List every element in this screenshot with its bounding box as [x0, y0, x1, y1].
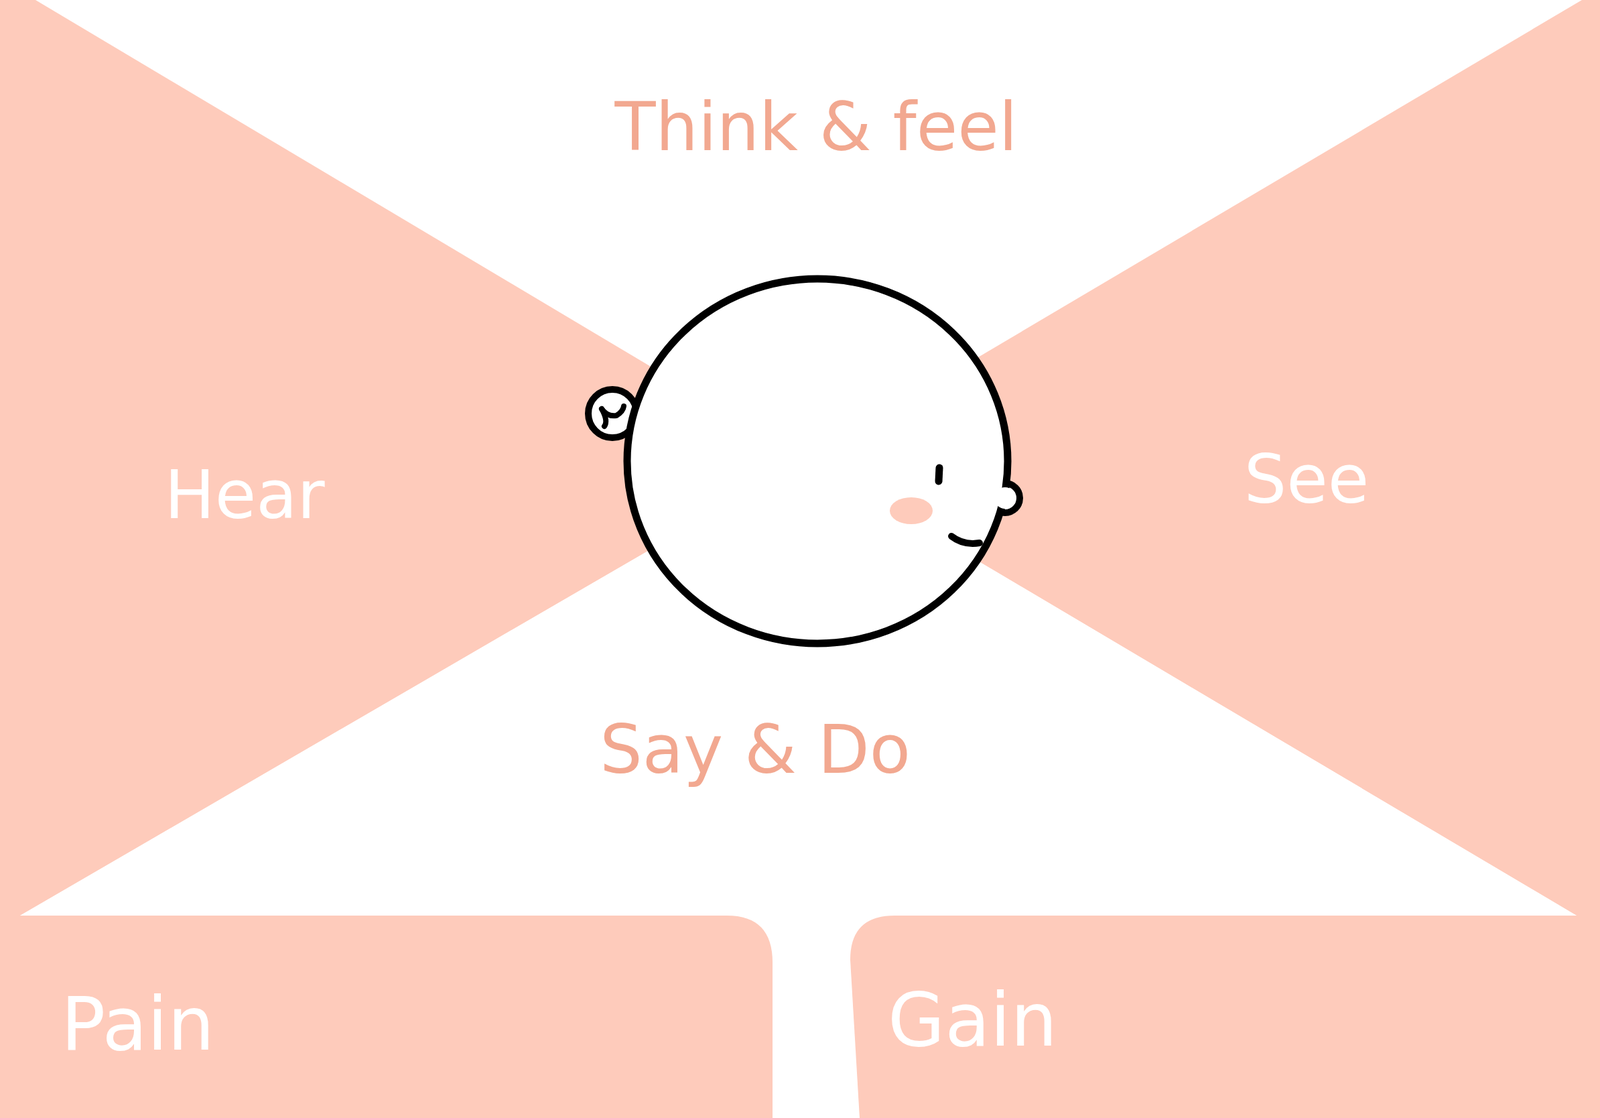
region-label: Pain [60, 979, 215, 1069]
region-label: Think & feel [614, 87, 1018, 168]
cheek [889, 497, 933, 524]
region-fill [0, 915, 773, 1118]
region-fill [850, 915, 1600, 1118]
ear-curl [601, 408, 606, 427]
region-label: Say & Do [599, 709, 911, 790]
region-label: Gain [887, 975, 1058, 1064]
region-label: Hear [164, 454, 325, 536]
region-label: See [1244, 439, 1370, 520]
gain-box: Gain [850, 915, 1600, 1118]
mouth [951, 536, 980, 544]
pain-box: Pain [0, 915, 773, 1118]
eye [938, 467, 940, 482]
nose-fill [994, 487, 1016, 509]
head-outline [627, 278, 1008, 644]
